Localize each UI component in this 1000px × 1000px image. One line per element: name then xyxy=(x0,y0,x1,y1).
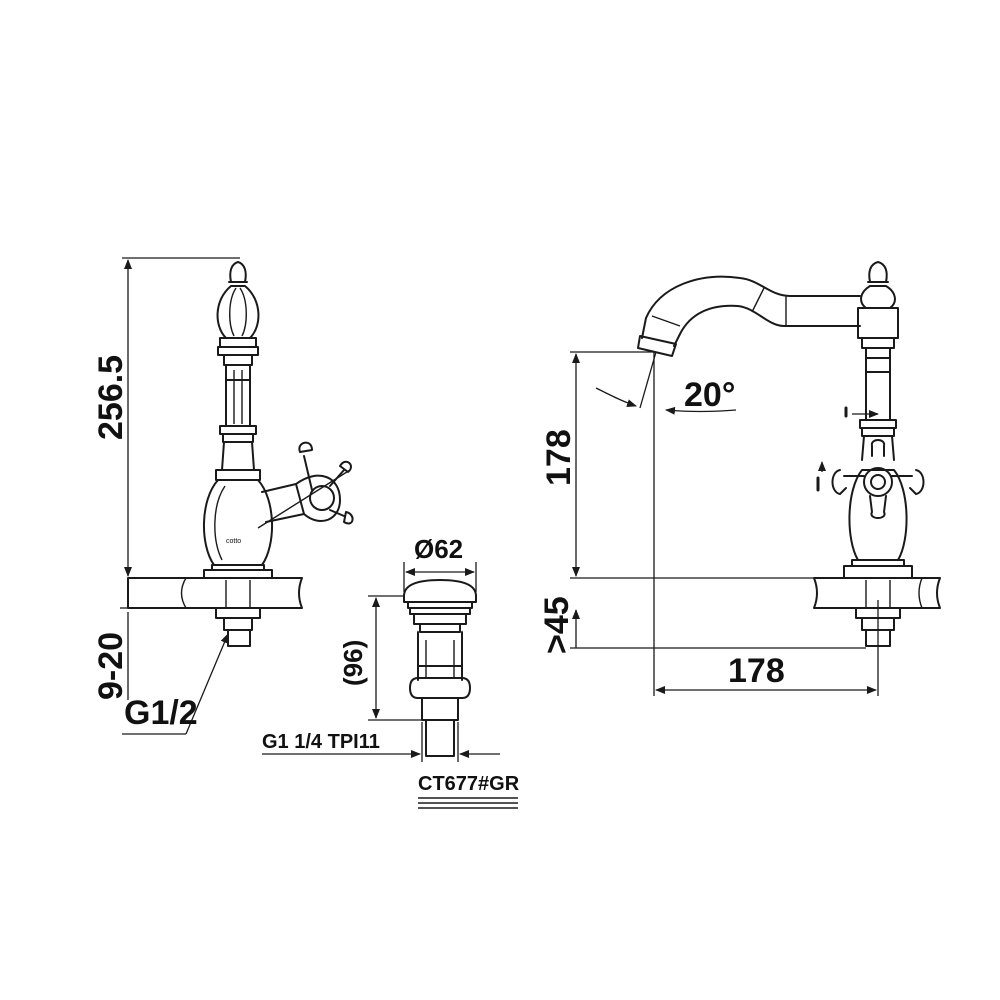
drain-height-label: (96) xyxy=(338,640,368,686)
drain-diameter-label: Ø62 xyxy=(414,534,463,564)
height-total-label: 256.5 xyxy=(92,355,130,440)
faucet-front-view xyxy=(637,261,941,647)
inlet-thread-label: G1/2 xyxy=(124,694,198,732)
min-clearance-label: >45 xyxy=(538,596,576,654)
drain-view-dimensions xyxy=(262,562,518,809)
model-number-label: CT677#GR xyxy=(418,773,520,795)
faucet-side-view: cotto xyxy=(127,261,354,647)
side-view-dimensions xyxy=(120,257,240,735)
drain-thread-label: G1 1/4 TPI11 xyxy=(262,731,380,753)
deck-thickness-label: 9-20 xyxy=(92,632,130,700)
front-view-dimensions xyxy=(570,351,879,696)
drain-view xyxy=(403,579,477,757)
spout-angle-label: 20° xyxy=(684,376,735,414)
svg-text:cotto: cotto xyxy=(226,538,241,545)
spout-height-label: 178 xyxy=(540,429,578,486)
spout-reach-label: 178 xyxy=(728,652,785,690)
